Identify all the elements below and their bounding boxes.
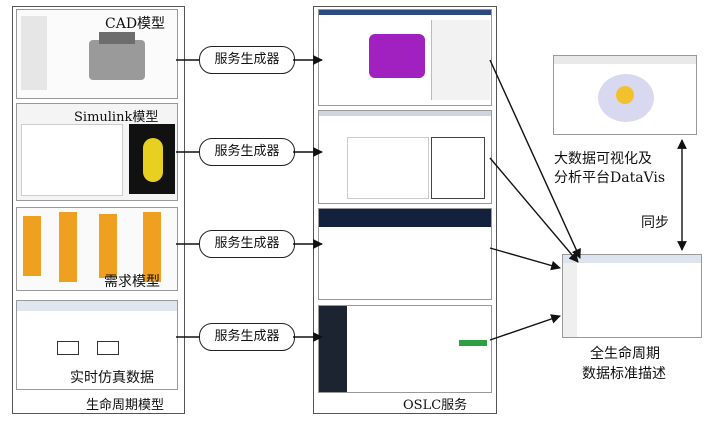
oslc-service-screenshot-cad bbox=[318, 9, 492, 106]
link-oslc-requirements-to-standard bbox=[489, 247, 561, 271]
service-generator-requirements: 服务生成器 bbox=[199, 230, 295, 258]
requirements-model-label: 需求模型 bbox=[104, 274, 160, 290]
link-oslc-simulink-to-standard bbox=[489, 157, 579, 263]
realtime-sim-label: 实时仿真数据 bbox=[70, 370, 154, 386]
oslc-service-title: OSLC服务 bbox=[403, 398, 468, 413]
requirements-model-screenshot bbox=[16, 207, 178, 291]
service-generator-cad: 服务生成器 bbox=[199, 46, 295, 74]
service-generator-simulink: 服务生成器 bbox=[199, 138, 295, 166]
datavis-label-line1: 大数据可视化及 bbox=[554, 151, 652, 167]
simulink-model-label: Simulink模型 bbox=[74, 110, 159, 125]
oslc-service-screenshot-requirements bbox=[318, 208, 492, 300]
datavis-screenshot bbox=[553, 55, 697, 135]
standard-description-screenshot bbox=[562, 254, 702, 338]
simulink-model-screenshot bbox=[16, 103, 178, 201]
link-oslc-realtime-to-standard bbox=[489, 314, 561, 341]
standard-label-line2: 数据标准描述 bbox=[582, 366, 666, 382]
sync-label: 同步 bbox=[641, 215, 669, 231]
oslc-service-screenshot-simulink bbox=[318, 110, 492, 204]
datavis-label-line2: 分析平台DataVis bbox=[554, 170, 666, 186]
link-oslc-cad-to-standard bbox=[489, 59, 581, 259]
standard-label-line1: 全生命周期 bbox=[590, 346, 660, 362]
cad-model-screenshot bbox=[16, 9, 178, 99]
oslc-service-screenshot-realtime bbox=[318, 305, 492, 393]
cad-model-label: CAD模型 bbox=[105, 16, 166, 32]
lifecycle-model-title: 生命周期模型 bbox=[86, 398, 165, 413]
realtime-sim-screenshot bbox=[16, 300, 178, 390]
service-generator-realtime: 服务生成器 bbox=[199, 323, 295, 351]
